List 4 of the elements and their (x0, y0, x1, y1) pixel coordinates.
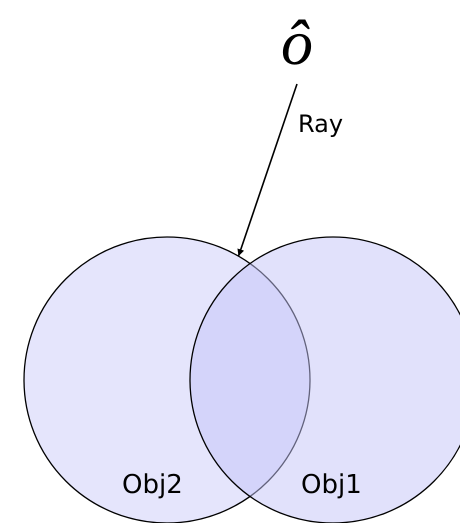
vector-symbol: ô (281, 11, 313, 75)
arrow (237, 84, 298, 256)
object-label: Obj1 (301, 472, 362, 498)
object-label: Obj2 (122, 472, 183, 498)
